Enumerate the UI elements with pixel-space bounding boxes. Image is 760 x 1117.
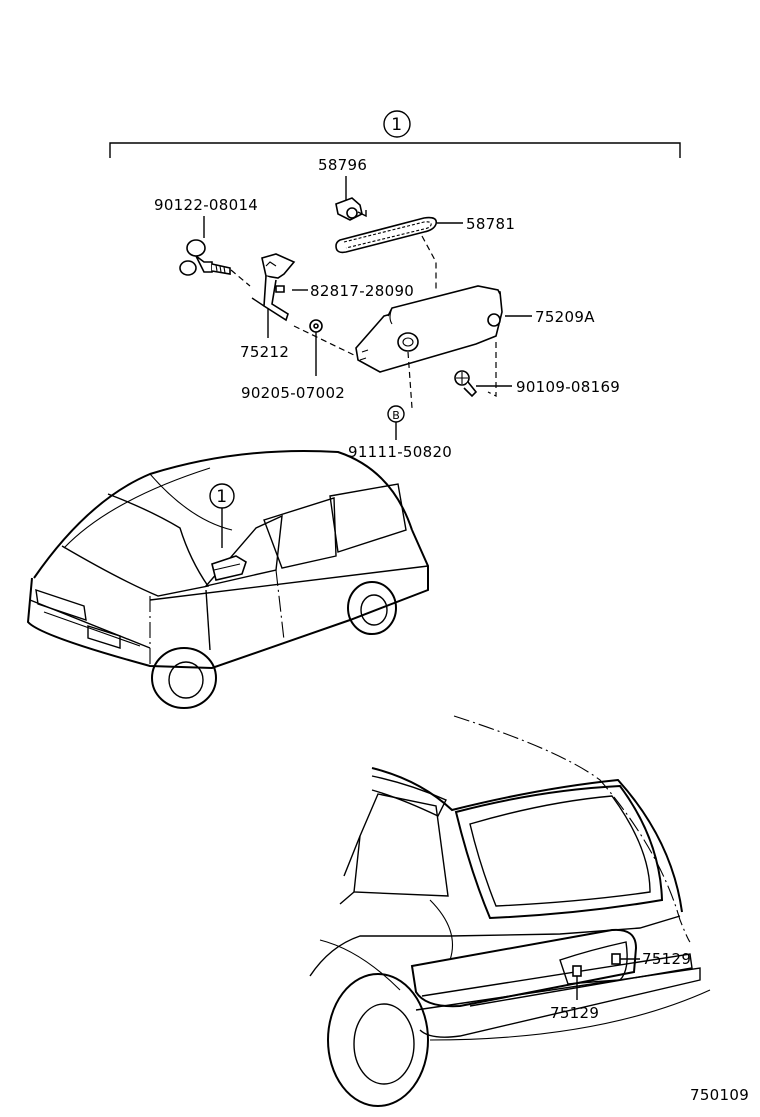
part-90109-screw: 90109-08169 [454, 342, 620, 398]
part-58781-strap: 58781 [335, 215, 515, 292]
part-82817-label-square [275, 285, 285, 293]
assembly-bracket: 1 [109, 110, 681, 158]
part-90205-washer: 90205-07002 [241, 319, 357, 402]
figure-number: 750109 [690, 1086, 749, 1104]
part-90122-bolt: 90122-08014 [154, 196, 258, 287]
part-number-90122: 90122-08014 [154, 196, 258, 214]
van-front-view: 1 [26, 449, 429, 709]
part-number-90205: 90205-07002 [241, 384, 345, 402]
part-number-90109: 90109-08169 [516, 378, 620, 396]
vehicle-callout-number: 1 [216, 487, 227, 507]
part-75209a-housing: 75209A [355, 285, 595, 373]
part-number-75212: 75212 [240, 343, 289, 361]
assembly-callout-number: 1 [391, 115, 402, 135]
part-number-58796: 58796 [318, 156, 367, 174]
part-number-75129-bottom: 75129 [550, 1004, 599, 1022]
b-mark-letter: B [392, 409, 400, 422]
part-number-58781: 58781 [466, 215, 515, 233]
part-75129-lamp-right [611, 953, 621, 965]
part-91111-bolt: B 91111-50820 [348, 351, 452, 461]
part-75212-bracket: 82817-28090 75212 [240, 253, 414, 361]
part-58796-clip: 58796 [318, 156, 367, 221]
part-number-75209a: 75209A [535, 308, 595, 326]
part-number-75129-right: 75129 [642, 950, 691, 968]
part-75129-lamp-left [572, 965, 582, 977]
part-number-91111: 91111-50820 [348, 443, 452, 461]
van-rear-view: 75129 75129 [309, 715, 711, 1107]
part-number-82817: 82817-28090 [310, 282, 414, 300]
